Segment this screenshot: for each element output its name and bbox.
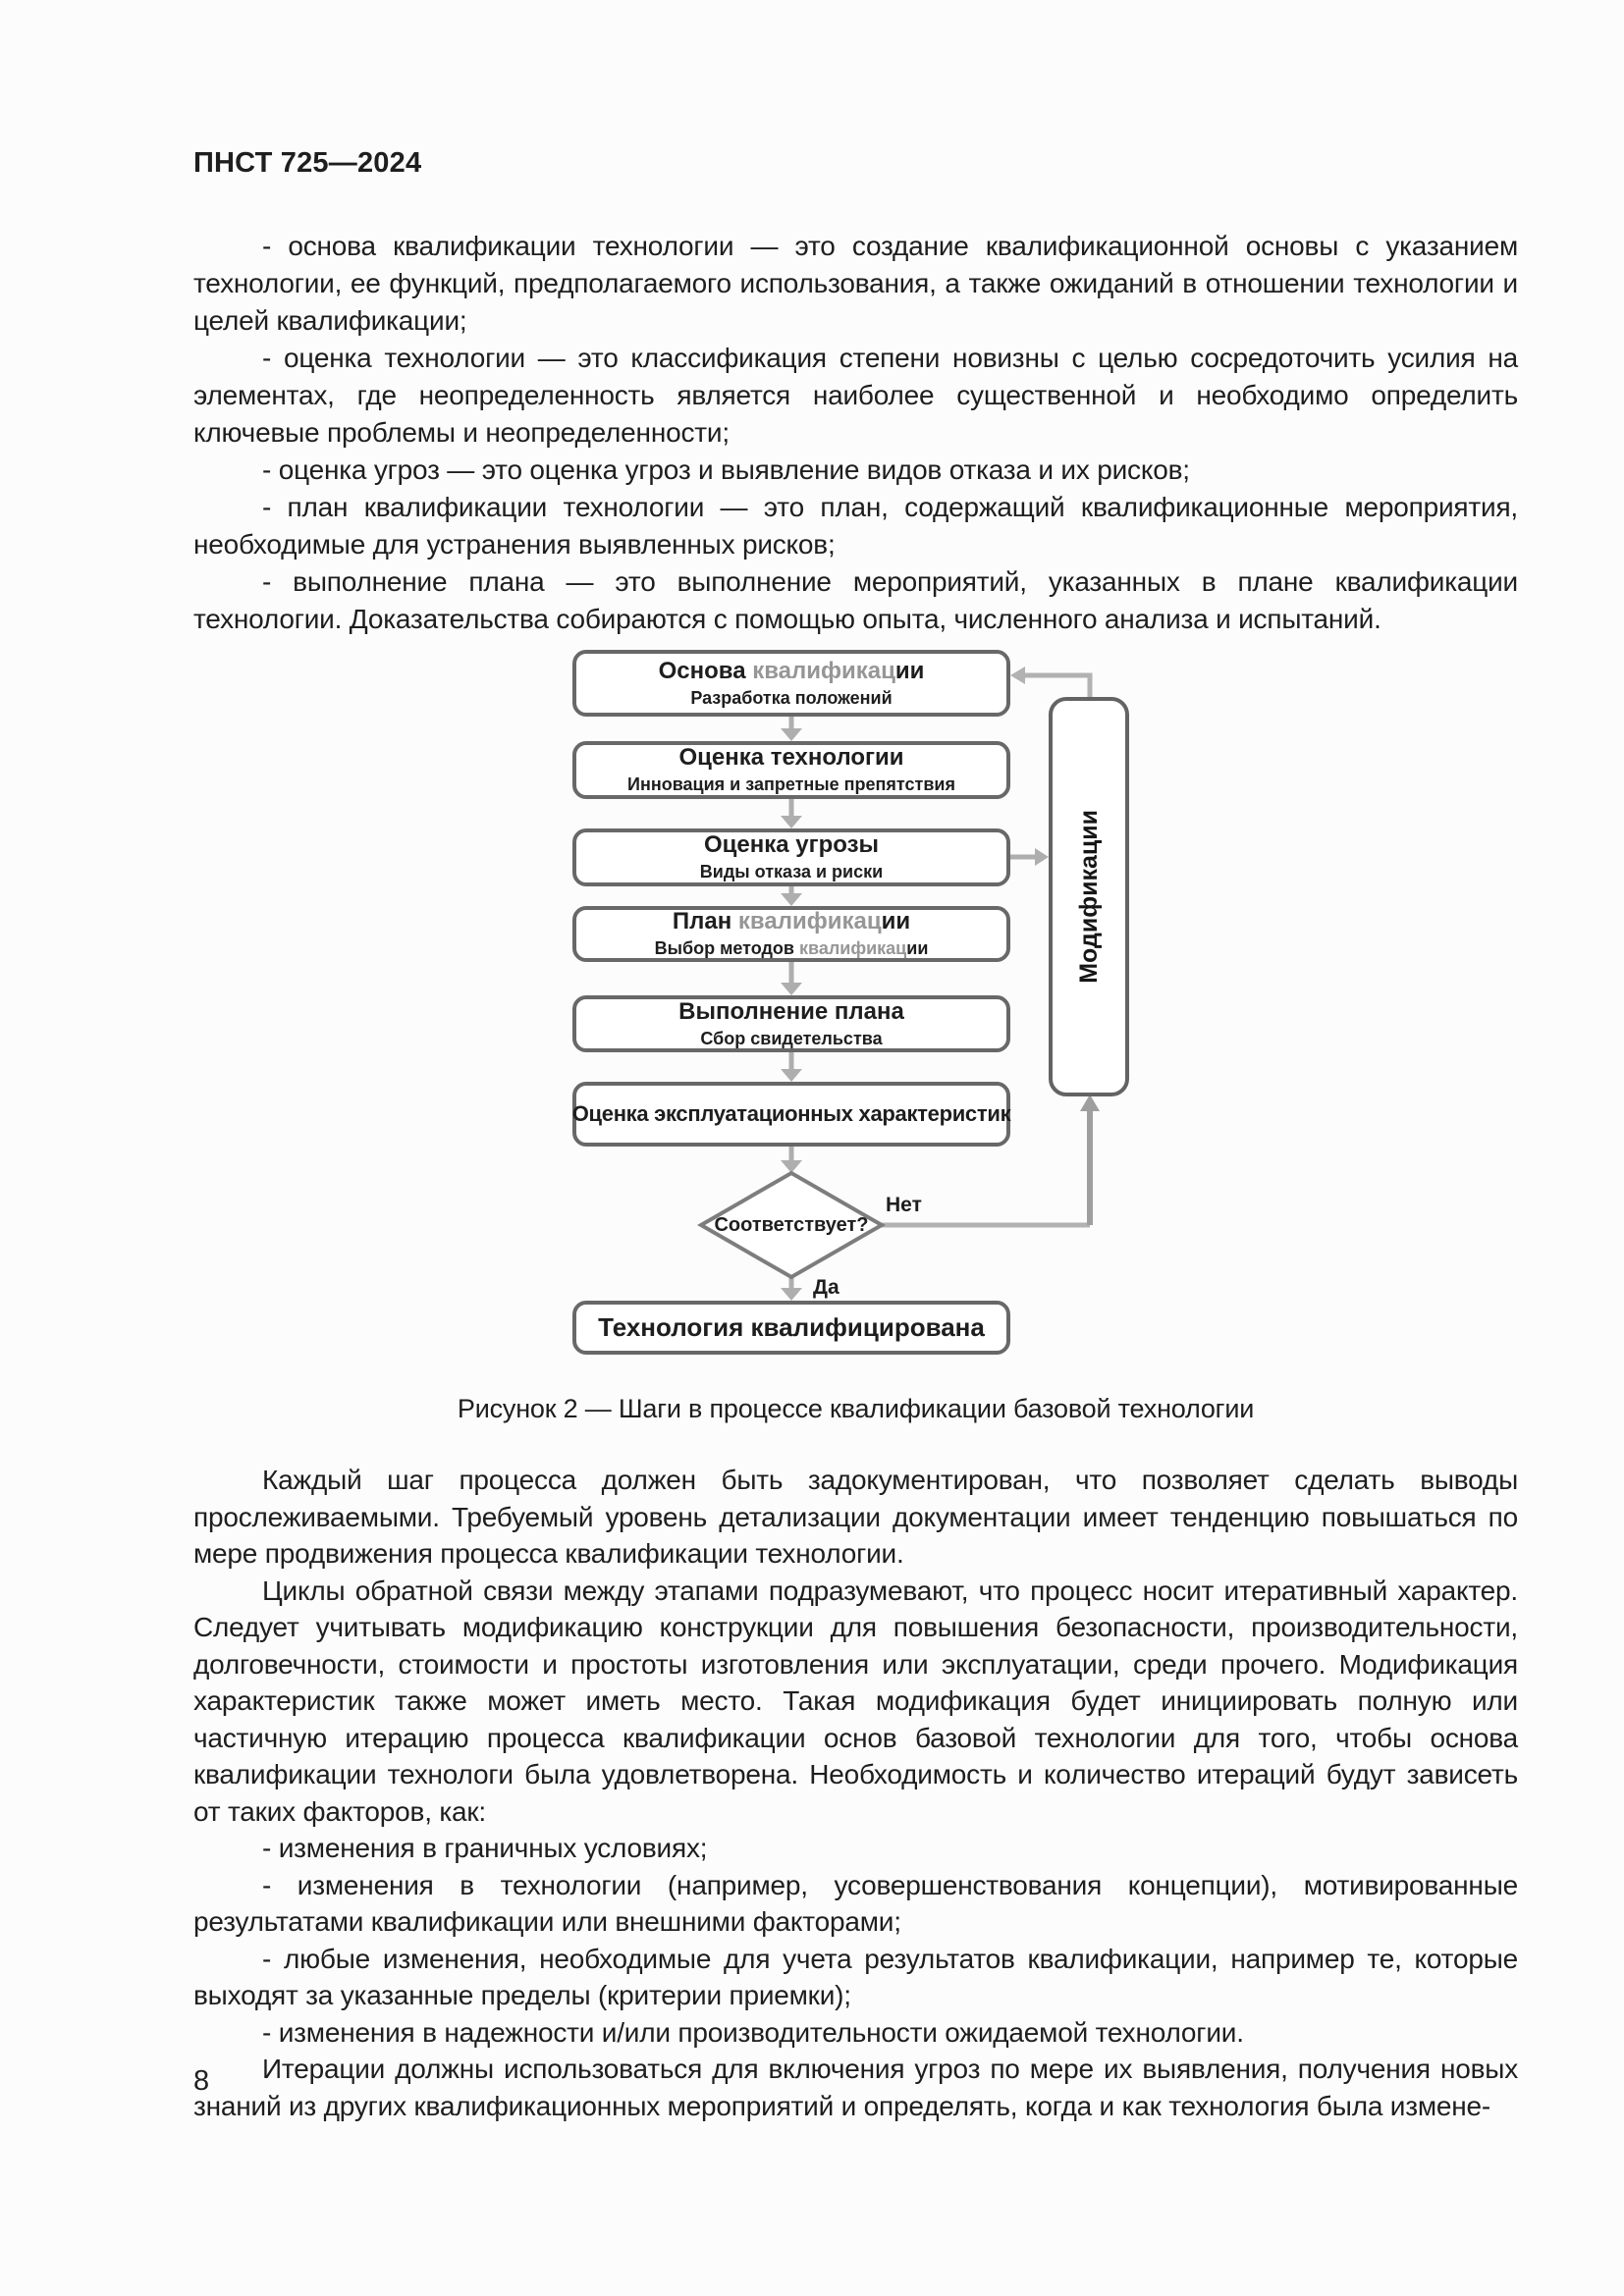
intro-text-block: - основа квалификации технологии — это с… (193, 228, 1518, 638)
paragraph: Циклы обратной связи между этапами подра… (193, 1575, 1518, 1827)
paragraph: - изменения в надежности и/или производи… (262, 2016, 1244, 2048)
flow-box-title: План квалификации (672, 908, 911, 935)
paragraph: - оценка технологии — это классификация … (193, 343, 1518, 448)
paragraph: - любые изменения, необходимые для учета… (193, 1943, 1518, 2011)
standard-code-header: ПНСТ 725—2024 (193, 147, 422, 179)
decision-question: Соответствует? (714, 1213, 869, 1236)
flow-box-title: Модификации (1074, 810, 1103, 984)
flow-box-subtitle: Разработка положений (690, 687, 893, 708)
flow-connectors (696, 667, 1100, 1301)
flow-box-threat-assessment: Оценка угрозы Виды отказа и риски (572, 828, 1010, 886)
figure-caption: Рисунок 2 — Шаги в процессе квалификации… (457, 1394, 1255, 1423)
flow-box-title: Оценка эксплуатационных характеристик (571, 1100, 1011, 1126)
paragraph: - оценка угроз — это оценка угроз и выяв… (262, 454, 1190, 485)
decision-no-label: Нет (886, 1194, 922, 1216)
flow-box-title: Оценка технологии (678, 744, 904, 772)
paragraph: - изменения в граничных условиях; (262, 1833, 708, 1863)
paragraph: - основа квалификации технологии — это с… (193, 231, 1518, 336)
flow-box-subtitle: Виды отказа и риски (699, 862, 884, 882)
flow-box-performance-assessment: Оценка эксплуатационных характеристик (571, 1082, 1011, 1147)
decision-yes-label: Да (813, 1276, 839, 1299)
page-number: 8 (193, 2065, 210, 2097)
flow-box-qualification-plan: План квалификации Выбор методов квалифик… (572, 906, 1010, 962)
flow-box-title: Основа квалификации (658, 657, 925, 684)
flow-box-technology-assessment: Оценка технологии Инновация и запретные … (572, 741, 1010, 799)
paragraph: Итерации должны использоваться для включ… (193, 2054, 1518, 2121)
paragraph: - изменения в технологии (например, усов… (193, 1869, 1518, 1938)
decision-diamond-shape (696, 1170, 887, 1280)
flow-box-qualification-basis: Основа квалификации Разработка положений (572, 650, 1010, 717)
flow-box-subtitle: Инновация и запретные препятствия (627, 774, 955, 795)
flow-box-title: Оценка угрозы (703, 831, 880, 859)
flow-box-title: Выполнение плана (678, 997, 904, 1025)
flow-box-subtitle: Сбор свидетельства (700, 1028, 883, 1048)
figure-flowchart: Основа квалификации Разработка положений… (530, 638, 1168, 1384)
flow-box-technology-qualified: Технология квалифицирована (572, 1301, 1010, 1355)
paragraph: Каждый шаг процесса должен быть задокуме… (193, 1465, 1518, 1569)
flow-box-title: Технология квалифицирована (598, 1311, 985, 1342)
body-text-block: Каждый шаг процесса должен быть задокуме… (193, 1462, 1518, 2124)
paragraph: - выполнение плана — это выполнение меро… (193, 566, 1518, 634)
flow-box-modifications: Модификации (1049, 697, 1129, 1096)
paragraph: - план квалификации технологии — это пла… (193, 492, 1518, 560)
flow-box-subtitle: Выбор методов квалификации (654, 938, 929, 959)
flow-box-plan-execution: Выполнение плана Сбор свидетельства (572, 995, 1010, 1052)
